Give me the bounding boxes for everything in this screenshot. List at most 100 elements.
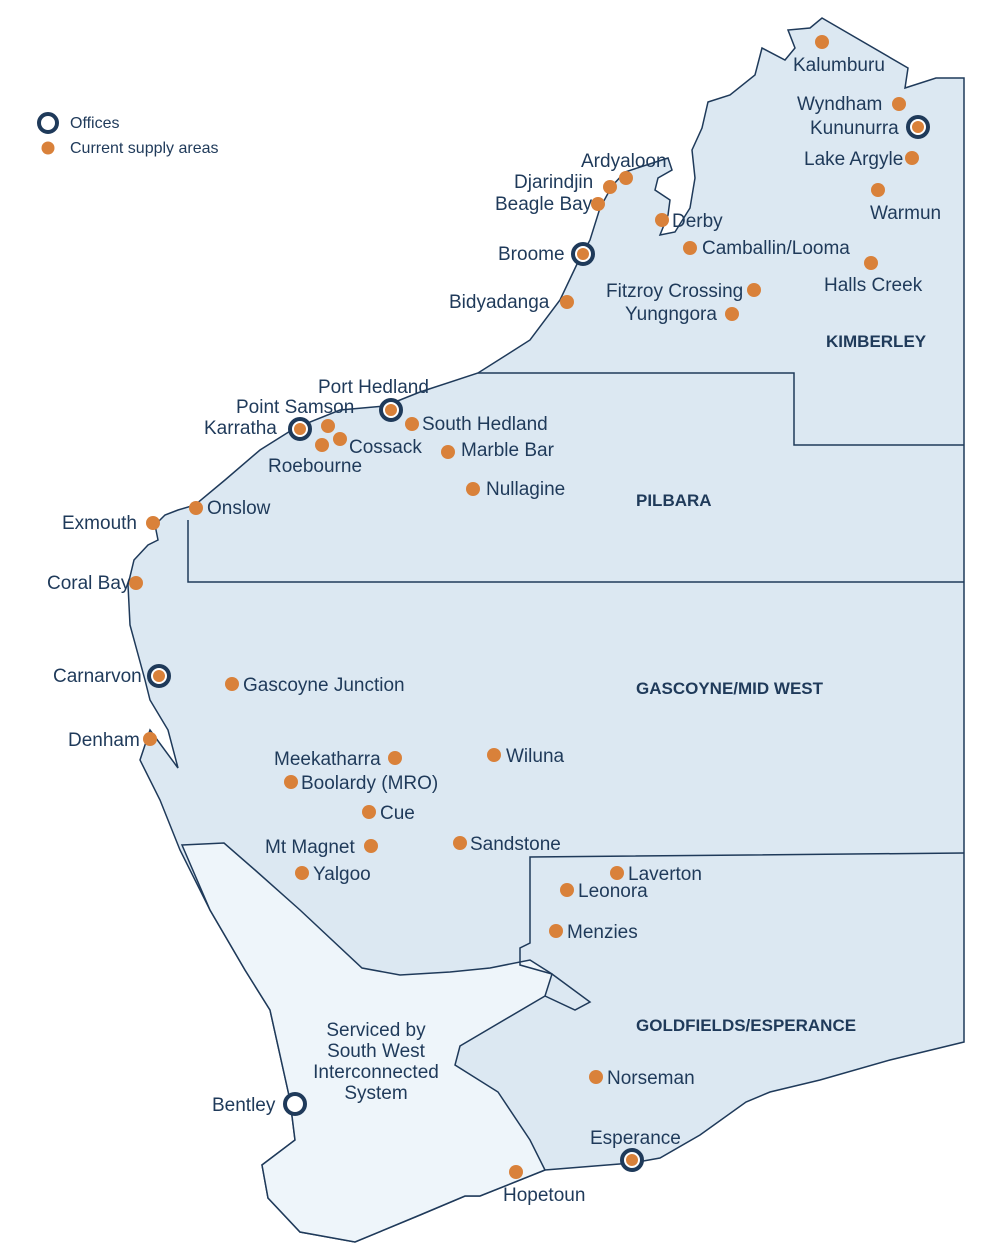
legend-supply-label: Current supply areas: [70, 140, 219, 157]
label-yungngora: Yungngora: [625, 304, 717, 325]
supply-dot-cue: [362, 805, 376, 819]
label-ardyaloon: Ardyaloon: [581, 151, 667, 172]
office-markers: [147, 115, 930, 1172]
supply-dot-lake-argyle: [905, 151, 919, 165]
supply-dots: [129, 35, 919, 1179]
label-karratha: Karratha: [204, 418, 277, 439]
supply-dot-roebourne: [315, 438, 329, 452]
label-marble-bar: Marble Bar: [461, 440, 555, 461]
office-bentley: [283, 1092, 307, 1116]
label-cue: Cue: [380, 803, 415, 824]
office-kununurra: [906, 115, 930, 139]
region-kimberley: KIMBERLEY: [826, 332, 927, 351]
label-laverton: Laverton: [628, 864, 702, 885]
legend: Offices Current supply areas: [37, 112, 219, 157]
label-denham: Denham: [68, 730, 140, 751]
label-bidyadanga: Bidyadanga: [449, 292, 550, 313]
label-broome: Broome: [498, 244, 565, 265]
office-broome: [571, 242, 595, 266]
supply-dot-yalgoo: [295, 866, 309, 880]
label-hopetoun: Hopetoun: [503, 1185, 585, 1206]
label-fitzroy: Fitzroy Crossing: [606, 281, 743, 302]
supply-dot-norseman: [589, 1070, 603, 1084]
south-west-area: [180, 842, 553, 1243]
supply-dot-warmun: [871, 183, 885, 197]
label-djarindjin: Djarindjin: [514, 172, 593, 193]
supply-dot-derby: [655, 213, 669, 227]
kimberley-pilbara-border: [478, 372, 964, 446]
supply-dot-djarindjin: [603, 180, 617, 194]
supply-dot-menzies: [549, 924, 563, 938]
label-leonora: Leonora: [578, 881, 648, 902]
label-mt-magnet: Mt Magnet: [265, 837, 355, 858]
place-labels: Kalumburu Wyndham Kununurra Lake Argyle …: [47, 55, 941, 1206]
label-cossack: Cossack: [349, 437, 422, 458]
office-legend-icon: [37, 112, 59, 134]
label-meekatharra: Meekatharra: [274, 749, 381, 770]
label-kununurra: Kununurra: [810, 118, 899, 139]
label-kalumburu: Kalumburu: [793, 55, 885, 76]
south-west-label-line3: Interconnected: [313, 1062, 439, 1083]
goldfields-southwest-border: [544, 973, 592, 1011]
supply-dot-camballin: [683, 241, 697, 255]
label-port-hedland: Port Hedland: [318, 377, 429, 398]
label-exmouth: Exmouth: [62, 513, 137, 534]
label-derby: Derby: [672, 211, 723, 232]
region-pilbara: PILBARA: [636, 491, 712, 510]
label-norseman: Norseman: [607, 1068, 695, 1089]
supply-dot-boolardy: [284, 775, 298, 789]
state-outline: [127, 17, 965, 1243]
supply-dot-leonora: [560, 883, 574, 897]
label-sandstone: Sandstone: [470, 834, 561, 855]
supply-dot-sandstone: [453, 836, 467, 850]
supply-dot-point-samson: [321, 419, 335, 433]
south-west-label-line1: Serviced by: [326, 1020, 426, 1041]
label-south-hedland: South Hedland: [422, 414, 548, 435]
office-karratha: [288, 417, 312, 441]
supply-dot-denham: [143, 732, 157, 746]
supply-legend-icon: [41, 141, 55, 155]
supply-dot-halls-creek: [864, 256, 878, 270]
label-onslow: Onslow: [207, 498, 271, 519]
label-halls-creek: Halls Creek: [824, 275, 923, 296]
supply-dot-gascoyne-junction: [225, 677, 239, 691]
label-gascoyne-junction: Gascoyne Junction: [243, 675, 405, 696]
supply-dot-cossack: [333, 432, 347, 446]
office-carnarvon: [147, 664, 171, 688]
supply-dot-kalumburu: [815, 35, 829, 49]
goldfields-border: [519, 852, 965, 975]
label-menzies: Menzies: [567, 922, 638, 943]
label-esperance: Esperance: [590, 1128, 681, 1149]
label-carnarvon: Carnarvon: [53, 666, 142, 687]
label-point-samson: Point Samson: [236, 397, 354, 418]
pilbara-gascoyne-border: [187, 520, 964, 583]
label-warmun: Warmun: [870, 203, 941, 224]
label-wyndham: Wyndham: [797, 94, 882, 115]
supply-dot-bidyadanga: [560, 295, 574, 309]
label-coral-bay: Coral Bay: [47, 573, 131, 594]
label-bentley: Bentley: [212, 1095, 276, 1116]
supply-dot-beagle-bay: [591, 197, 605, 211]
supply-dot-south-hedland: [405, 417, 419, 431]
supply-dot-coral-bay: [129, 576, 143, 590]
supply-dot-yungngora: [725, 307, 739, 321]
office-port-hedland: [379, 398, 403, 422]
supply-dot-meekatharra: [388, 751, 402, 765]
supply-dot-fitzroy: [747, 283, 761, 297]
label-camballin: Camballin/Looma: [702, 238, 850, 259]
label-roebourne: Roebourne: [268, 456, 362, 477]
south-west-label-line4: System: [344, 1083, 407, 1104]
label-boolardy: Boolardy (MRO): [301, 773, 438, 794]
supply-dot-wiluna: [487, 748, 501, 762]
label-yalgoo: Yalgoo: [313, 864, 371, 885]
region-gascoyne-mid-west: GASCOYNE/MID WEST: [636, 679, 824, 698]
supply-dot-ardyaloon: [619, 171, 633, 185]
supply-dot-laverton: [610, 866, 624, 880]
supply-dot-marble-bar: [441, 445, 455, 459]
south-west-label-line2: South West: [327, 1041, 426, 1062]
supply-dot-mt-magnet: [364, 839, 378, 853]
label-nullagine: Nullagine: [486, 479, 565, 500]
legend-offices-label: Offices: [70, 115, 120, 132]
region-goldfields-esperance: GOLDFIELDS/ESPERANCE: [636, 1016, 856, 1035]
